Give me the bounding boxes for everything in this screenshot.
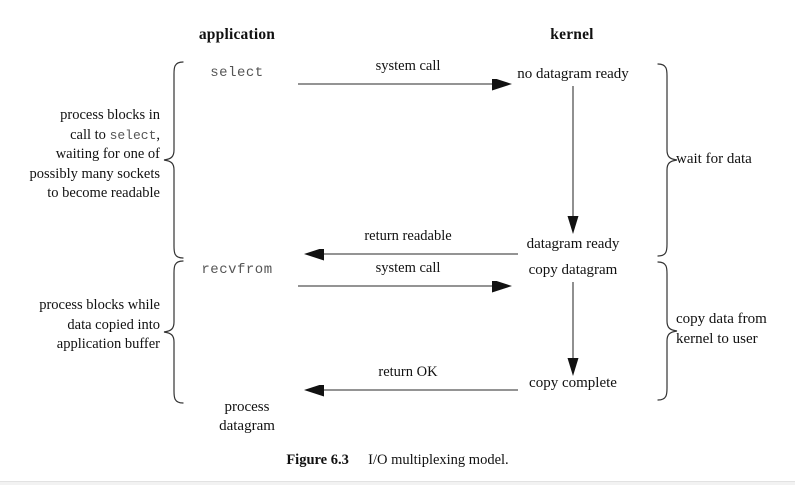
kernel-wait-down-arrow	[567, 86, 579, 234]
page-bottom-edge	[0, 481, 795, 485]
kernel-state-copy-complete: copy complete	[529, 375, 617, 391]
note-select-line2-suffix: ,	[156, 126, 160, 143]
note-process-blocks-in-select: process blocks in call to select, waitin…	[8, 106, 161, 204]
figure-caption-label: Figure 6.3	[286, 452, 349, 468]
column-heading-application: application	[198, 26, 276, 43]
note-process-blocks-while-copying: process blocks while data copied into ap…	[8, 296, 160, 355]
app-call-select: select	[210, 65, 264, 81]
arrow-group-system-call-2: system call	[298, 260, 518, 293]
note-copy-data-line2: kernel to user	[676, 330, 758, 347]
arrow-group-return-readable: return readable	[298, 228, 518, 261]
brace-left-recvfrom-phase	[163, 260, 184, 404]
brace-right-copy-data	[657, 261, 678, 401]
arrow-shaft-return-readable	[304, 249, 518, 261]
note-select-line3: waiting for one of	[55, 146, 160, 162]
arrow-shaft-return-ok	[304, 385, 518, 397]
note-select-line1: process blocks in	[60, 107, 160, 123]
note-recv-line3: application buffer	[56, 336, 160, 352]
note-select-line2-prefix: call to	[70, 126, 110, 143]
note-select-line5: to become readable	[47, 185, 160, 201]
kernel-state-copy-datagram: copy datagram	[528, 262, 618, 278]
app-process-datagram-line2: datagram	[219, 418, 275, 434]
note-select-line2-mono: select	[109, 127, 157, 143]
arrow-group-return-ok: return OK	[298, 364, 518, 397]
column-heading-kernel: kernel	[550, 26, 594, 43]
arrow-label-return-ok: return OK	[378, 364, 438, 380]
note-copy-data-line1: copy data from	[676, 311, 767, 327]
app-call-recvfrom: recvfrom	[201, 262, 273, 278]
arrow-shaft-system-call-2	[298, 281, 512, 293]
figure-caption: Figure 6.3 I/O multiplexing model.	[0, 452, 795, 469]
note-recv-line1: process blocks while	[39, 297, 160, 313]
figure-caption-text: I/O multiplexing model.	[368, 452, 509, 468]
app-process-datagram-label: process datagram	[177, 398, 317, 436]
arrow-label-system-call-2: system call	[375, 260, 441, 276]
note-recv-line2: data copied into	[67, 316, 160, 333]
arrow-label-return-readable: return readable	[364, 228, 452, 244]
arrow-shaft-system-call-1	[298, 79, 512, 91]
arrow-group-system-call-1: system call	[298, 58, 518, 91]
kernel-state-no-datagram-ready: no datagram ready	[517, 66, 629, 82]
kernel-state-datagram-ready: datagram ready	[526, 236, 620, 252]
kernel-copy-down-arrow	[567, 282, 579, 376]
note-select-line2: call to select,	[8, 126, 160, 146]
app-process-datagram-line1: process	[224, 399, 270, 415]
note-copy-data-kernel-to-user: copy data from kernel to user	[676, 310, 795, 349]
note-select-line4: possibly many sockets	[29, 165, 161, 182]
note-wait-for-data: wait for data	[676, 150, 794, 170]
note-wait-for-data-text: wait for data	[676, 151, 752, 167]
arrow-label-system-call-1: system call	[375, 58, 441, 74]
brace-left-select-phase	[163, 61, 184, 259]
brace-right-wait-for-data	[657, 63, 678, 257]
